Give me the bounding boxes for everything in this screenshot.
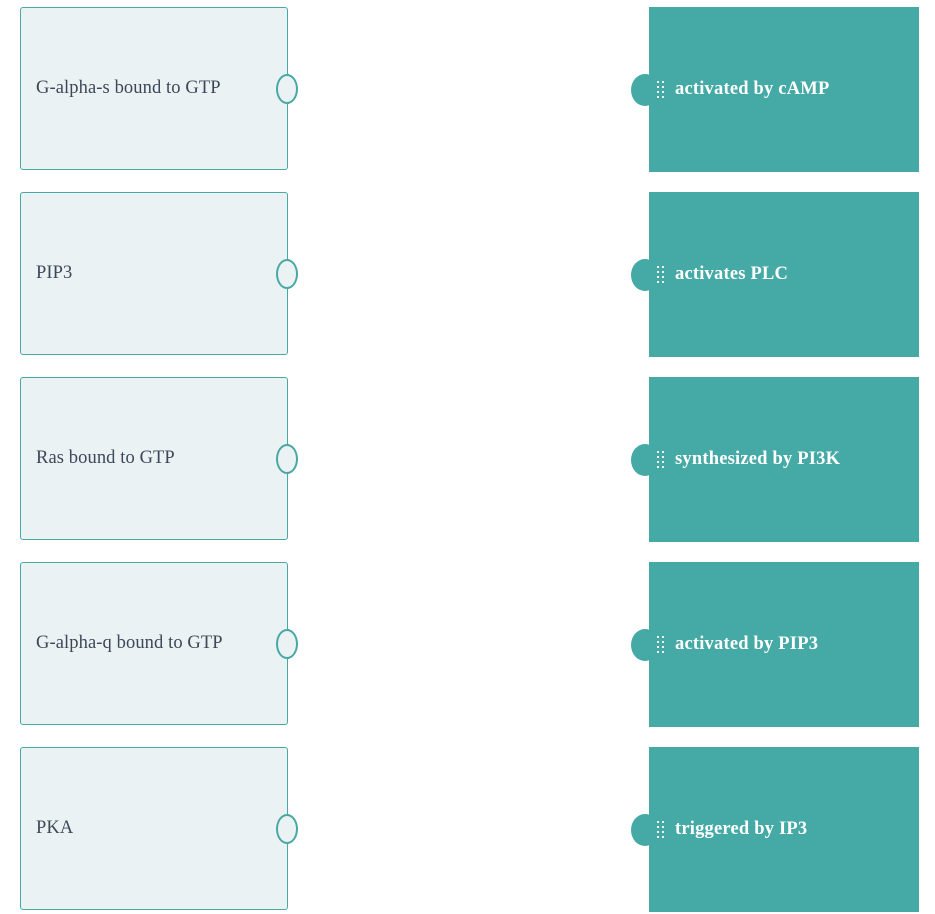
term-label: PKA — [36, 817, 74, 838]
term-card[interactable]: G-alpha-q bound to GTP — [20, 562, 298, 725]
term-label: G-alpha-s bound to GTP — [36, 77, 221, 98]
match-row: Ras bound to GTP synthesized by PI3K — [0, 377, 935, 542]
term-label: Ras bound to GTP — [36, 447, 175, 468]
drag-handle-grip-icon[interactable] — [657, 821, 664, 838]
socket-circle-icon[interactable] — [276, 258, 298, 289]
term-card[interactable]: PIP3 — [20, 192, 298, 355]
socket-circle-icon[interactable] — [276, 628, 298, 659]
socket-circle-icon[interactable] — [276, 443, 298, 474]
definition-card[interactable]: activated by cAMP — [631, 7, 919, 172]
term-card[interactable]: Ras bound to GTP — [20, 377, 298, 540]
plug-circle-icon[interactable] — [631, 443, 659, 476]
term-label: PIP3 — [36, 262, 73, 283]
definition-label: activated by cAMP — [675, 78, 830, 99]
plug-circle-icon[interactable] — [631, 73, 659, 106]
term-card[interactable]: PKA — [20, 747, 298, 910]
drag-handle-grip-icon[interactable] — [657, 266, 664, 283]
match-row: G-alpha-s bound to GTP activated by cAMP — [0, 7, 935, 172]
definition-content: activates PLC — [649, 263, 802, 286]
definition-card[interactable]: activates PLC — [631, 192, 919, 357]
match-row: PKA triggered by IP3 — [0, 747, 935, 912]
drag-handle-grip-icon[interactable] — [657, 451, 664, 468]
match-row: PIP3 activates PLC — [0, 192, 935, 357]
definition-card[interactable]: activated by PIP3 — [631, 562, 919, 727]
definition-label: activated by PIP3 — [675, 633, 819, 654]
socket-circle-icon[interactable] — [276, 813, 298, 844]
plug-circle-icon[interactable] — [631, 258, 659, 291]
definition-label: synthesized by PI3K — [675, 448, 841, 469]
definition-content: triggered by IP3 — [649, 818, 821, 841]
term-card[interactable]: G-alpha-s bound to GTP — [20, 7, 298, 170]
definition-label: activates PLC — [675, 263, 789, 284]
drag-handle-grip-icon[interactable] — [657, 81, 664, 98]
drag-handle-grip-icon[interactable] — [657, 636, 664, 653]
term-label: G-alpha-q bound to GTP — [36, 632, 223, 653]
definition-card[interactable]: synthesized by PI3K — [631, 377, 919, 542]
definition-content: activated by cAMP — [649, 78, 843, 101]
definition-label: triggered by IP3 — [675, 818, 808, 839]
socket-circle-icon[interactable] — [276, 73, 298, 104]
definition-card[interactable]: triggered by IP3 — [631, 747, 919, 912]
match-row: G-alpha-q bound to GTP activated by PIP3 — [0, 562, 935, 727]
definition-content: synthesized by PI3K — [649, 448, 854, 471]
definition-content: activated by PIP3 — [649, 633, 832, 656]
plug-circle-icon[interactable] — [631, 813, 659, 846]
plug-circle-icon[interactable] — [631, 628, 659, 661]
